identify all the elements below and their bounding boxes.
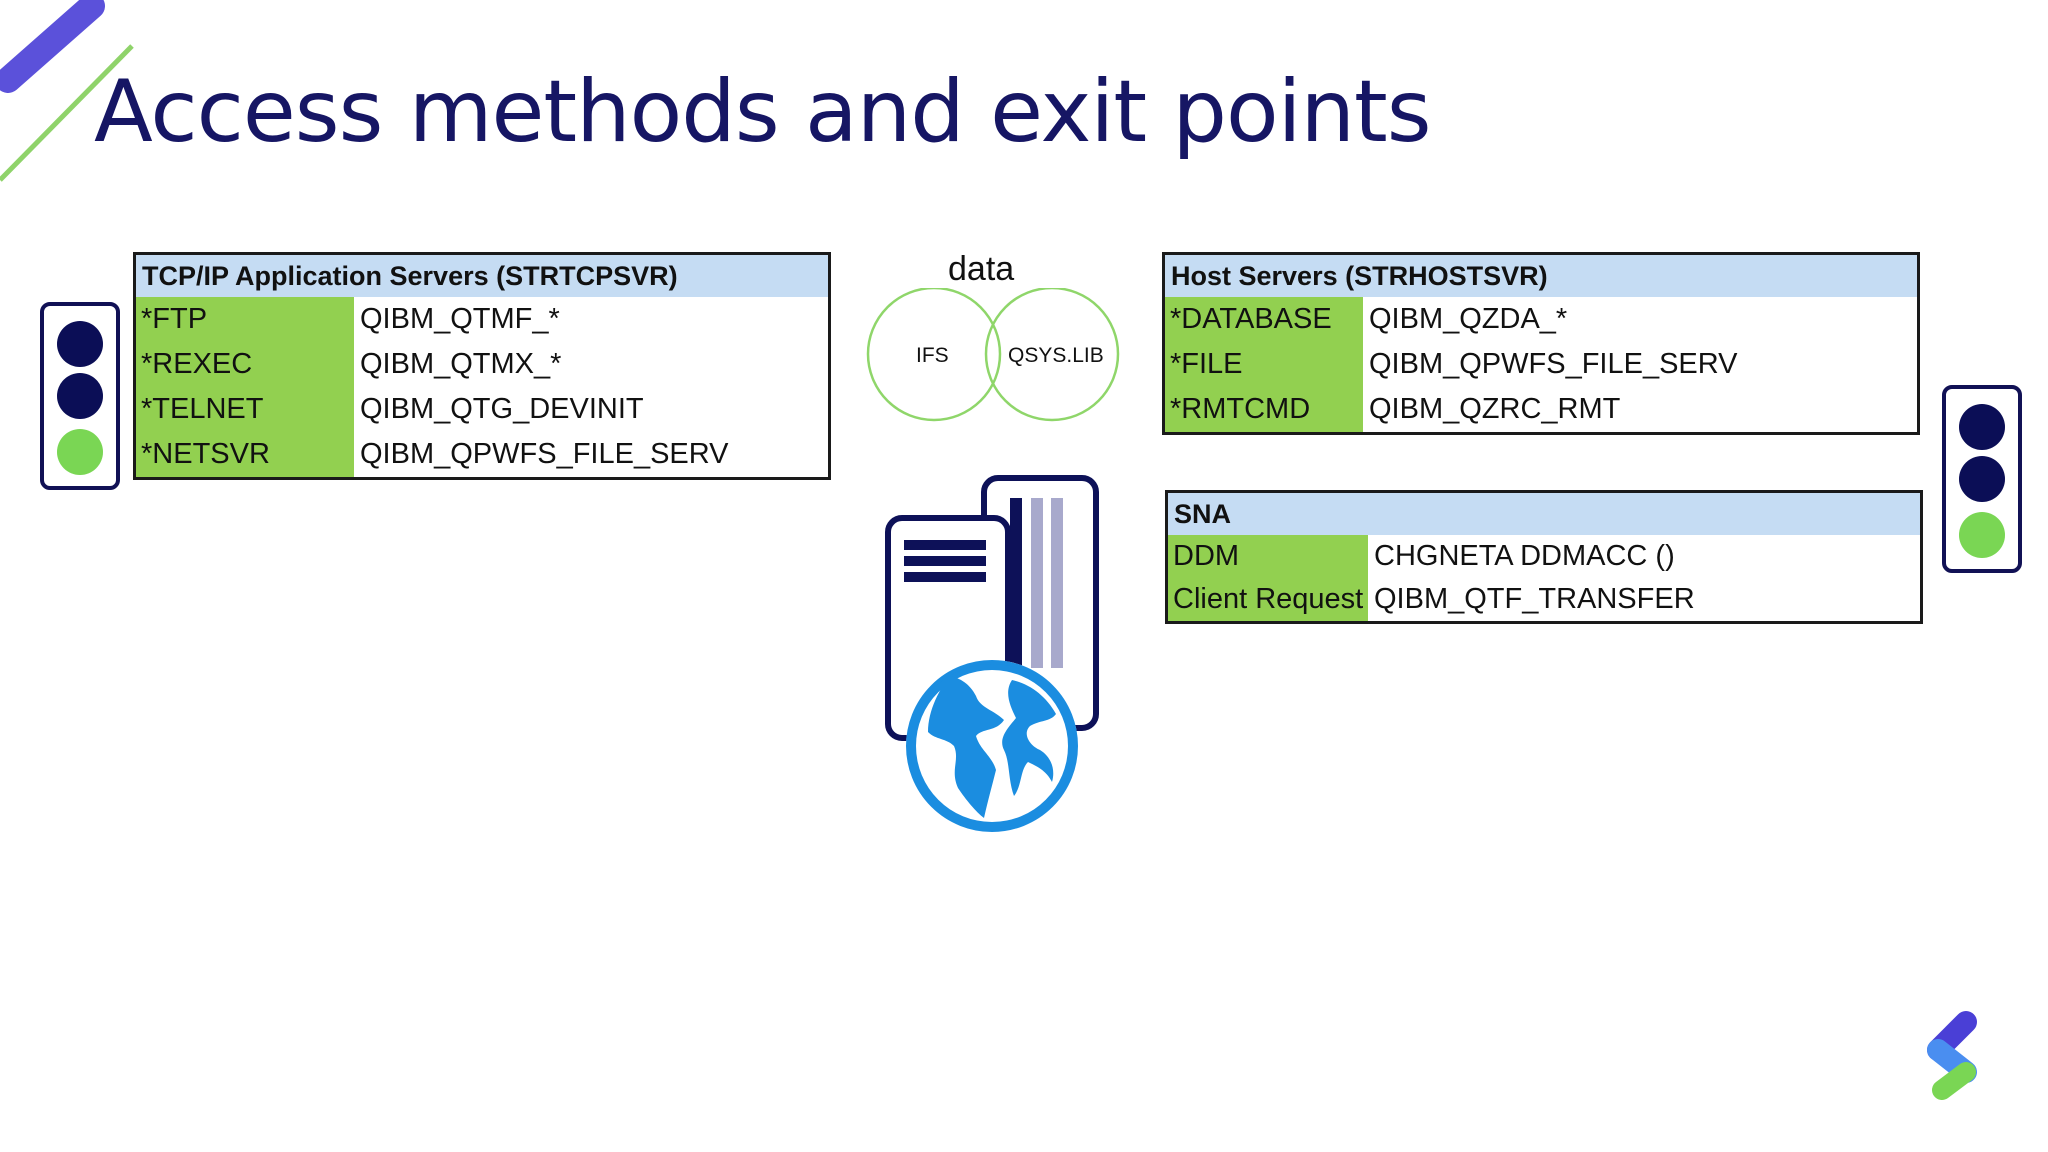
server-key: *FTP <box>136 297 354 342</box>
traffic-light-icon-left <box>40 302 120 490</box>
table-row: *FILE QIBM_QPWFS_FILE_SERV <box>1165 342 1917 387</box>
table-row: *FTP QIBM_QTMF_* <box>136 297 828 342</box>
server-key: *REXEC <box>136 342 354 387</box>
tcpip-table-header: TCP/IP Application Servers (STRTCPSVR) <box>136 255 828 297</box>
traffic-light-icon-right <box>1942 385 2022 573</box>
venn-circles <box>866 288 1120 422</box>
table-row: DDM CHGNETA DDMACC () <box>1168 535 1920 578</box>
lamp-off <box>1959 456 2005 502</box>
lamp-off <box>57 373 103 419</box>
protocol-key: Client Request <box>1168 578 1368 621</box>
lamp-off <box>1959 404 2005 450</box>
host-servers-table: Host Servers (STRHOSTSVR) *DATABASE QIBM… <box>1162 252 1920 435</box>
venn-left-label: IFS <box>916 344 949 367</box>
host-table-header: Host Servers (STRHOSTSVR) <box>1165 255 1917 297</box>
tcpip-servers-table: TCP/IP Application Servers (STRTCPSVR) *… <box>133 252 831 480</box>
server-key: *DATABASE <box>1165 297 1363 342</box>
server-key: *TELNET <box>136 387 354 432</box>
lamp-off <box>57 321 103 367</box>
corner-decoration <box>0 0 134 182</box>
table-row: *REXEC QIBM_QTMX_* <box>136 342 828 387</box>
server-globe-icon <box>885 475 1099 832</box>
venn-right-label: QSYS.LIB <box>1008 344 1104 367</box>
table-row: *TELNET QIBM_QTG_DEVINIT <box>136 387 828 432</box>
exit-point-value: QIBM_QTG_DEVINIT <box>360 393 644 425</box>
data-venn-diagram: data IFS QSYS.LIB <box>860 250 1130 430</box>
exit-point-value: CHGNETA DDMACC () <box>1374 540 1675 572</box>
exit-point-value: QIBM_QZDA_* <box>1369 303 1568 335</box>
venn-title: data <box>948 250 1015 288</box>
table-row: *DATABASE QIBM_QZDA_* <box>1165 297 1917 342</box>
table-row: *NETSVR QIBM_QPWFS_FILE_SERV <box>136 432 828 477</box>
sna-table-header: SNA <box>1168 493 1920 535</box>
exit-point-value: QIBM_QPWFS_FILE_SERV <box>360 438 729 470</box>
page-title: Access methods and exit points <box>94 62 1432 162</box>
exit-point-value: QIBM_QZRC_RMT <box>1369 393 1621 425</box>
server-key: *NETSVR <box>136 432 354 477</box>
exit-point-value: QIBM_QTF_TRANSFER <box>1374 583 1695 615</box>
protocol-key: DDM <box>1168 535 1368 578</box>
exit-point-value: QIBM_QPWFS_FILE_SERV <box>1369 348 1738 380</box>
sna-table: SNA DDM CHGNETA DDMACC () Client Request… <box>1165 490 1923 624</box>
table-row: *RMTCMD QIBM_QZRC_RMT <box>1165 387 1917 432</box>
exit-point-value: QIBM_QTMX_* <box>360 348 562 380</box>
table-row: Client Request QIBM_QTF_TRANSFER <box>1168 578 1920 621</box>
server-key: *FILE <box>1165 342 1363 387</box>
server-key: *RMTCMD <box>1165 387 1363 432</box>
lamp-on <box>1959 512 2005 558</box>
exit-point-value: QIBM_QTMF_* <box>360 303 560 335</box>
brand-logo-icon <box>1927 1011 1977 1100</box>
lamp-on <box>57 429 103 475</box>
